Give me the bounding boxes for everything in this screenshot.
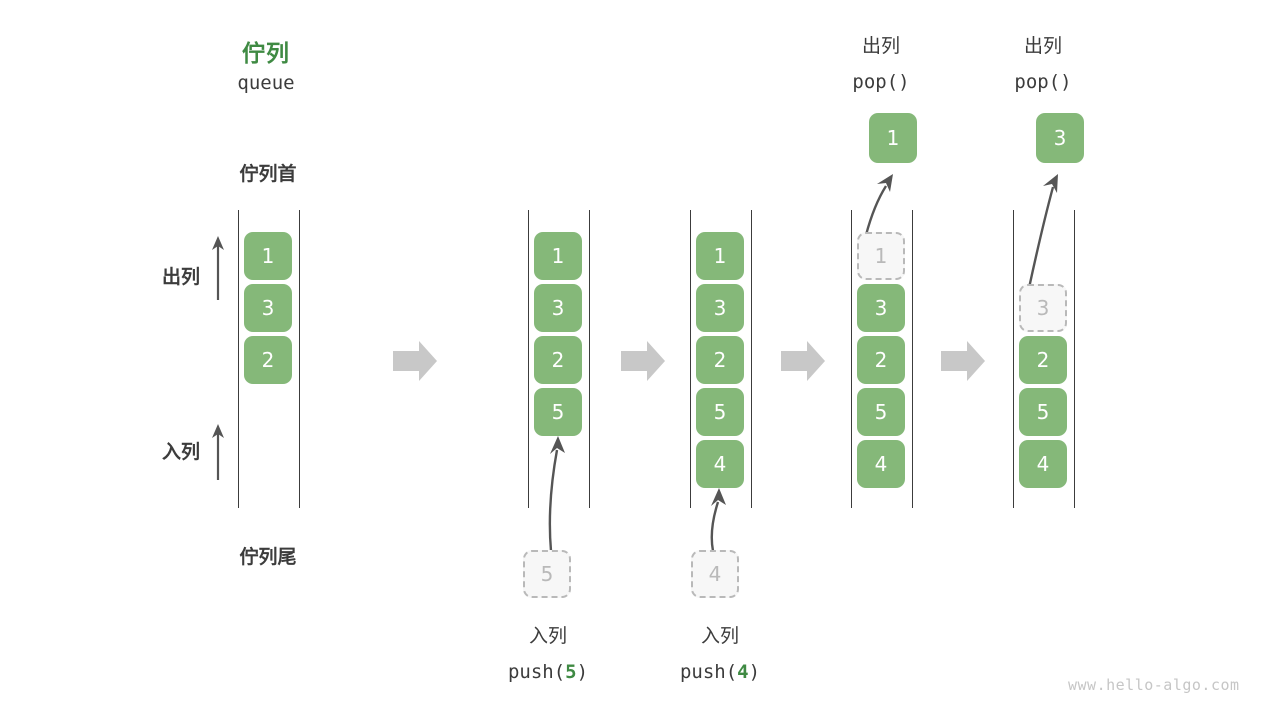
enqueue-label: 入列	[161, 441, 200, 463]
queue-cell: 2	[696, 336, 744, 384]
queue-rail-left	[238, 210, 239, 508]
flow-arrow-2	[621, 341, 665, 381]
queue-cell-new: 4	[696, 440, 744, 488]
removed-ghost-cell: 3	[1019, 284, 1067, 332]
removed-ghost-cell: 1	[857, 232, 905, 280]
pop-3-caption-code: pop()	[1014, 71, 1072, 93]
queue-cell: 4	[857, 440, 905, 488]
dequeue-label: 出列	[161, 266, 200, 288]
queue-head-label: 佇列首	[239, 163, 297, 185]
queue-cell: 2	[857, 336, 905, 384]
pop-1-caption: 出列 pop()	[801, 28, 961, 100]
queue-cell: 3	[696, 284, 744, 332]
queue-rail-right	[912, 210, 913, 508]
flow-arrow-3	[781, 341, 825, 381]
push-5-caption-code: push(5)	[507, 661, 589, 683]
queue-cell: 3	[857, 284, 905, 332]
queue-cell: 3	[534, 284, 582, 332]
queue-cell: 4	[1019, 440, 1067, 488]
queue-cell: 1	[696, 232, 744, 280]
queue-cell: 1	[244, 232, 292, 280]
queue-cell: 3	[244, 284, 292, 332]
page-title-cn: 佇列	[242, 41, 290, 67]
push-5-operand: 5	[565, 661, 577, 683]
site-watermark: www.hello-algo.com	[1068, 676, 1240, 694]
popped-value-cell: 3	[1036, 113, 1084, 163]
push-5-caption: 入列 push(5)	[458, 618, 638, 690]
flow-arrow-1	[393, 341, 437, 381]
queue-cell: 2	[1019, 336, 1067, 384]
queue-rail-left	[690, 210, 691, 508]
pop-3-caption-cn: 出列	[1023, 35, 1062, 57]
queue-rail-right	[299, 210, 300, 508]
queue-cell: 2	[534, 336, 582, 384]
queue-rail-left	[528, 210, 529, 508]
popped-value-cell: 1	[869, 113, 917, 163]
push-4-operand: 4	[737, 661, 749, 683]
queue-cell: 1	[534, 232, 582, 280]
queue-tail-label: 佇列尾	[239, 546, 297, 568]
queue-cell: 5	[696, 388, 744, 436]
dequeue-direction-arrow	[212, 236, 224, 300]
pop-1-caption-code: pop()	[852, 71, 910, 93]
push-4-caption-code: push(4)	[679, 661, 761, 683]
queue-rail-right	[751, 210, 752, 508]
queue-cell: 5	[857, 388, 905, 436]
enqueue-direction-arrow	[212, 424, 224, 480]
push-4-arrow	[710, 488, 726, 552]
queue-rail-left	[1013, 210, 1014, 508]
queue-cell: 2	[244, 336, 292, 384]
queue-rail-right	[589, 210, 590, 508]
page-title-en: queue	[237, 72, 295, 94]
flow-arrow-4	[941, 341, 985, 381]
pop-3-caption: 出列 pop()	[963, 28, 1123, 100]
queue-rail-left	[851, 210, 852, 508]
queue-rail-right	[1074, 210, 1075, 508]
push-4-caption-cn: 入列	[700, 625, 739, 647]
push-5-caption-cn: 入列	[528, 625, 567, 647]
push-4-caption: 入列 push(4)	[630, 618, 810, 690]
pop-1-caption-cn: 出列	[861, 35, 900, 57]
push-5-arrow	[548, 436, 565, 552]
pop-3-arrow	[1027, 174, 1058, 289]
incoming-ghost-cell: 5	[523, 550, 571, 598]
incoming-ghost-cell: 4	[691, 550, 739, 598]
queue-cell-new: 5	[534, 388, 582, 436]
queue-cell: 5	[1019, 388, 1067, 436]
pop-1-arrow	[864, 174, 893, 236]
